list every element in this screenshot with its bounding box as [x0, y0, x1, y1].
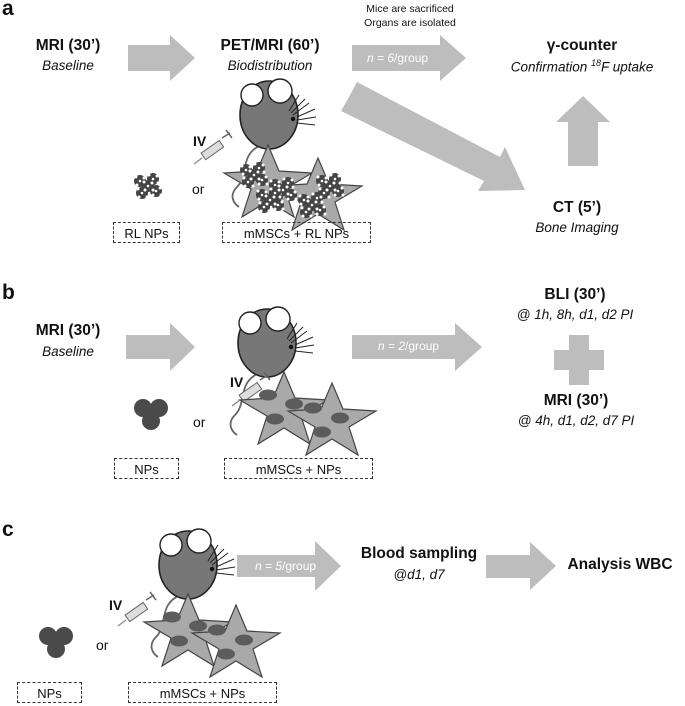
b-arrow-n: n = 2: [378, 339, 406, 353]
plus-icon: [554, 335, 604, 385]
b-or-label: or: [193, 414, 206, 430]
a-sacrifice-note-line1: Mice are sacrificed: [366, 3, 454, 15]
b-iv-label: IV: [230, 374, 244, 390]
panel-label-c: c: [2, 518, 14, 541]
arrow-b-injection-to-imaging: [352, 323, 482, 371]
stem-cell-star-icon: [223, 144, 363, 231]
arrow-a-pet-to-ct: [341, 82, 525, 191]
arrow-c-blood-to-wbc: [486, 542, 556, 590]
a-ct-title: CT (5’): [552, 199, 602, 216]
b-mri2-title: MRI (30’): [543, 392, 609, 409]
a-gamma-title: γ-counter: [546, 37, 618, 54]
c-blood-title: Blood sampling: [360, 545, 478, 562]
a-ct-subtitle: Bone Imaging: [535, 220, 619, 235]
arrow-c-injection-to-blood: [237, 541, 341, 591]
b-box-mmscs-nps: mMSCs + NPs: [224, 458, 373, 479]
c-wbc-title: Analysis WBC: [567, 556, 673, 573]
a-gamma-sub-post: F uptake: [601, 59, 654, 75]
a-box-mmscs-rl-nps: mMSCs + RL NPs: [222, 222, 371, 243]
a-gamma-subtitle: Confirmation 18F uptake: [511, 58, 654, 75]
b-arrow-suffix: /group: [405, 339, 440, 353]
stem-cell-star-icon: [143, 593, 281, 678]
a-mri-subtitle: Baseline: [42, 58, 94, 73]
a-gamma-sup: 18: [590, 58, 602, 68]
c-blood-subtitle: @d1, d7: [393, 567, 445, 582]
c-or-label: or: [96, 637, 109, 653]
a-gamma-sub-pre: Confirmation: [510, 59, 591, 75]
a-sacrifice-note-line2: Organs are isolated: [364, 17, 456, 29]
b-arrow-group-size: n = 2/group: [378, 339, 439, 353]
nanoparticle-icon: [39, 627, 73, 658]
arrow-b-mri-to-injection: [126, 323, 195, 371]
c-box-mmscs-nps: mMSCs + NPs: [128, 682, 277, 703]
c-arrow-n: n = 5: [255, 559, 283, 573]
a-mri-title: MRI (30’): [35, 37, 101, 54]
panel-label-b: b: [2, 281, 15, 304]
c-iv-label: IV: [109, 597, 123, 613]
b-mri-subtitle: Baseline: [42, 344, 94, 359]
b-bli-title: BLI (30’): [544, 286, 606, 303]
b-mri2-subtitle: @ 4h, d1, d2, d7 PI: [517, 413, 635, 428]
a-iv-label: IV: [193, 133, 207, 149]
panel-label-a: a: [2, 0, 14, 20]
a-arrow-n: n = 6: [367, 51, 395, 65]
b-mri-title: MRI (30’): [35, 322, 101, 339]
a-arrow-suffix: /group: [394, 51, 429, 65]
c-box-nps: NPs: [17, 682, 82, 703]
stem-cell-star-icon: [239, 371, 377, 456]
a-petmri-title: PET/MRI (60’): [220, 37, 320, 54]
a-arrow-group-size: n = 6/group: [367, 51, 428, 65]
c-arrow-suffix: /group: [282, 559, 317, 573]
a-box-rl-nps: RL NPs: [113, 222, 180, 243]
syringe-icon: [117, 591, 157, 627]
b-bli-subtitle: @ 1h, 8h, d1, d2 PI: [516, 307, 634, 322]
arrow-a-ct-to-gamma: [556, 96, 610, 166]
nanoparticle-icon: [134, 399, 168, 430]
arrow-a-mri-to-pet: [128, 35, 195, 81]
a-petmri-subtitle: Biodistribution: [227, 58, 313, 73]
a-or-label: or: [192, 181, 205, 197]
arrow-a-pet-to-gamma: [352, 35, 466, 81]
c-arrow-group-size: n = 5/group: [255, 559, 316, 573]
b-box-nps: NPs: [114, 458, 179, 479]
nanoparticle-icon: [134, 173, 163, 199]
